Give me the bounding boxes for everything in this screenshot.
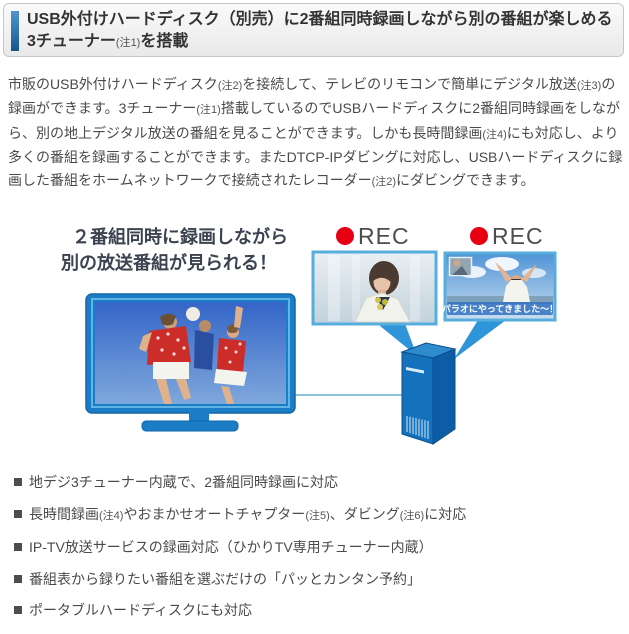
footnote-marker: (注2) bbox=[371, 175, 397, 188]
footnote-marker: (注1) bbox=[196, 104, 221, 117]
tv-bezel-line bbox=[91, 298, 290, 408]
text-segment: に対応 bbox=[424, 505, 467, 522]
rec-indicator-left: REC bbox=[336, 223, 410, 249]
text-segment: やおまかせオートチャプター bbox=[123, 505, 306, 522]
feature-list-item: ポータブルハードディスクにも対応 bbox=[14, 602, 620, 619]
bullet-square-icon bbox=[14, 606, 22, 615]
hdd-brand-label bbox=[406, 367, 424, 374]
bullet-square-icon bbox=[14, 543, 22, 552]
bullet-square-icon bbox=[14, 509, 22, 518]
bullet-square-icon bbox=[14, 574, 22, 583]
rec-indicator-right: REC bbox=[470, 223, 544, 249]
thumb2-travel-scene bbox=[447, 256, 553, 304]
text-segment: を接続して、テレビのリモコンで簡単にデジタル放送 bbox=[242, 76, 577, 92]
thumb2-pointer-tail bbox=[454, 320, 506, 359]
tv-stand-base bbox=[141, 420, 239, 432]
bullet-square-icon bbox=[14, 478, 22, 486]
product-feature-page: USB外付けハードディスク（別売）に2番組同時録画しながら別の番組が楽しめる3チ… bbox=[0, 3, 629, 618]
footnote-marker: (注4) bbox=[99, 509, 124, 522]
text-segment: USB外付けハードディスク（別売）に2番組同時録画しながら別の番組が楽しめる3チ… bbox=[27, 11, 613, 50]
thumb2-caption-strip bbox=[447, 302, 553, 315]
recorded-program-thumbnail-1 bbox=[311, 250, 438, 326]
text-segment: 搭載しているのでUSBハードディスクに2番組同時録画をしながら、別の地上デジタル… bbox=[8, 100, 621, 141]
text-segment: を搭載 bbox=[140, 33, 189, 50]
description-paragraph: 市販のUSB外付けハードディスク(注2)を接続して、テレビのリモコンで簡単にデジ… bbox=[8, 73, 624, 193]
heading-accent-bar bbox=[11, 11, 19, 51]
rec-label: REC bbox=[358, 223, 410, 249]
feature-list-item: 長時間録画(注4)やおまかせオートチャプター(注5)、ダビング(注6)に対応 bbox=[14, 506, 620, 525]
section-heading: USB外付けハードディスク（別売）に2番組同時録画しながら別の番組が楽しめる3チ… bbox=[3, 3, 624, 57]
feature-list: 地デジ3チューナー内蔵で、2番組同時録画に対応 長時間録画(注4)やおまかせオー… bbox=[14, 474, 620, 634]
tv-illustration bbox=[85, 293, 296, 432]
footnote-marker: (注2) bbox=[217, 80, 243, 92]
footnote-marker: (注3) bbox=[576, 80, 602, 92]
diagram-caption: ２番組同時に録画しながら 別の放送番組が見られる！ bbox=[61, 226, 288, 273]
footnote-marker: (注4) bbox=[482, 128, 507, 141]
caption-line-2: 別の放送番組が見られる！ bbox=[61, 252, 277, 273]
caption-line-1: ２番組同時に録画しながら bbox=[72, 226, 288, 247]
hdd-side-face bbox=[432, 348, 456, 445]
section-title: USB外付けハードディスク（別売）に2番組同時録画しながら別の番組が楽しめる3チ… bbox=[27, 9, 619, 54]
text-segment: にも対応し、より多くの番組を録画することができます。またDTCP-IPダビングに… bbox=[8, 124, 623, 188]
rec-label: REC bbox=[492, 223, 544, 249]
feature-list-item: 地デジ3チューナー内蔵で、2番組同時録画に対応 bbox=[14, 474, 620, 491]
text-segment: 番組表から録りたい番組を選ぶだけの「パッとカンタン予約」 bbox=[29, 570, 421, 587]
feature-text: IP-TV放送サービスの録画対応（ひかりTV専用チューナー内蔵） bbox=[29, 539, 433, 556]
usb-hdd-illustration bbox=[400, 342, 457, 445]
text-segment: にダビングできます。 bbox=[396, 171, 535, 188]
footnote-marker: (注5) bbox=[305, 509, 330, 522]
footnote-marker: (注1) bbox=[115, 37, 141, 49]
text-segment: 市販のUSB外付けハードディスク bbox=[8, 76, 218, 92]
feature-text: ポータブルハードディスクにも対応 bbox=[29, 602, 252, 619]
rec-dot-icon bbox=[470, 227, 488, 245]
feature-text: 番組表から録りたい番組を選ぶだけの「パッとカンタン予約」 bbox=[29, 571, 421, 588]
recorded-program-thumbnail-2: パラオにやってきました～！ bbox=[442, 251, 558, 322]
text-segment: IP-TV放送サービスの録画対応（ひかりTV専用チューナー内蔵） bbox=[29, 539, 433, 556]
tv-screen-soccer-scene bbox=[139, 306, 247, 404]
hdd-vent-grille bbox=[406, 416, 429, 439]
feature-text: 地デジ3チューナー内蔵で、2番組同時録画に対応 bbox=[29, 474, 338, 491]
thumb2-caption-text: パラオにやってきました～！ bbox=[442, 303, 558, 314]
text-segment: 地デジ3チューナー内蔵で、2番組同時録画に対応 bbox=[29, 474, 339, 490]
thumb1-newscaster-scene bbox=[328, 255, 420, 323]
feature-list-item: 番組表から録りたい番組を選ぶだけの「パッとカンタン予約」 bbox=[14, 571, 620, 588]
text-segment: 、ダビング bbox=[329, 505, 400, 522]
feature-list-item: IP-TV放送サービスの録画対応（ひかりTV専用チューナー内蔵） bbox=[14, 539, 620, 556]
text-segment: 長時間録画 bbox=[29, 505, 99, 522]
text-segment: ポータブルハードディスクにも対応 bbox=[29, 602, 253, 619]
feature-text: 長時間録画(注4)やおまかせオートチャプター(注5)、ダビング(注6)に対応 bbox=[29, 506, 466, 525]
thumb1-pointer-tail bbox=[374, 321, 417, 356]
tv-stand-neck bbox=[189, 412, 209, 422]
rec-dot-icon bbox=[336, 227, 354, 245]
text-segment: の録画ができます。3チューナー bbox=[8, 76, 616, 117]
recording-diagram: ２番組同時に録画しながら 別の放送番組が見られる！ bbox=[0, 210, 629, 478]
footnote-marker: (注6) bbox=[399, 509, 425, 522]
